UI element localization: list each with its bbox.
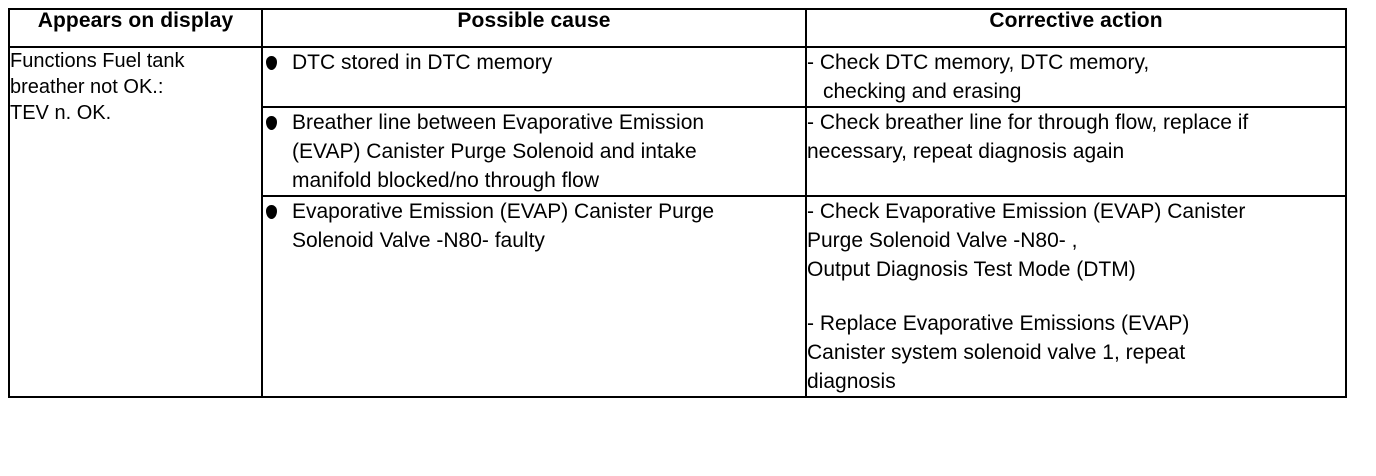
cause-text: DTC stored in DTC memory	[292, 51, 553, 74]
column-header-appears-on-display: Appears on display	[8, 8, 263, 48]
column-header-corrective-action: Corrective action	[805, 8, 1347, 48]
diamond-bullet-icon	[266, 116, 277, 130]
table-row: Functions Fuel tank breather not OK.: TE…	[8, 46, 1347, 398]
action-paragraph: - Check DTC memory, DTC memory, checking…	[807, 51, 1150, 103]
cause-item: Breather line between Evaporative Emissi…	[263, 108, 805, 195]
table-row: Breather line between Evaporative Emissi…	[9, 106, 1347, 197]
display-fault-cell: Functions Fuel tank breather not OK.: TE…	[8, 46, 263, 398]
table-header-row: Appears on display Possible cause Correc…	[8, 8, 1347, 48]
fault-diagnosis-table: Appears on display Possible cause Correc…	[8, 8, 1347, 398]
action-paragraph: - Check breather line for through flow, …	[807, 111, 1249, 163]
corrective-action-cell: - Check Evaporative Emission (EVAP) Cani…	[805, 195, 1347, 398]
action-paragraph: - Replace Evaporative Emissions (EVAP) C…	[807, 312, 1190, 393]
cause-text: Evaporative Emission (EVAP) Canister Pur…	[292, 200, 715, 252]
corrective-action-cell: - Check breather line for through flow, …	[805, 106, 1347, 197]
diamond-bullet-icon	[266, 56, 277, 70]
possible-cause-cell: Breather line between Evaporative Emissi…	[261, 106, 807, 197]
possible-cause-cell: Evaporative Emission (EVAP) Canister Pur…	[261, 195, 807, 398]
column-header-label: Corrective action	[989, 9, 1163, 32]
table-header: Appears on display Possible cause Correc…	[8, 8, 1347, 48]
column-header-label: Possible cause	[457, 9, 611, 32]
table-row: Evaporative Emission (EVAP) Canister Pur…	[9, 195, 1347, 398]
diamond-bullet-icon	[266, 205, 277, 219]
possible-cause-cell: DTC stored in DTC memory	[261, 46, 807, 108]
cause-text: Breather line between Evaporative Emissi…	[292, 111, 705, 192]
cause-item: Evaporative Emission (EVAP) Canister Pur…	[263, 197, 805, 255]
column-header-label: Appears on display	[37, 9, 234, 32]
column-header-possible-cause: Possible cause	[261, 8, 807, 48]
table-body: Functions Fuel tank breather not OK.: TE…	[8, 46, 1347, 398]
action-paragraph: - Check Evaporative Emission (EVAP) Cani…	[807, 200, 1246, 281]
cause-item: DTC stored in DTC memory	[263, 48, 805, 77]
display-fault-text: Functions Fuel tank breather not OK.: TE…	[10, 50, 185, 124]
corrective-action-cell: - Check DTC memory, DTC memory, checking…	[805, 46, 1347, 108]
